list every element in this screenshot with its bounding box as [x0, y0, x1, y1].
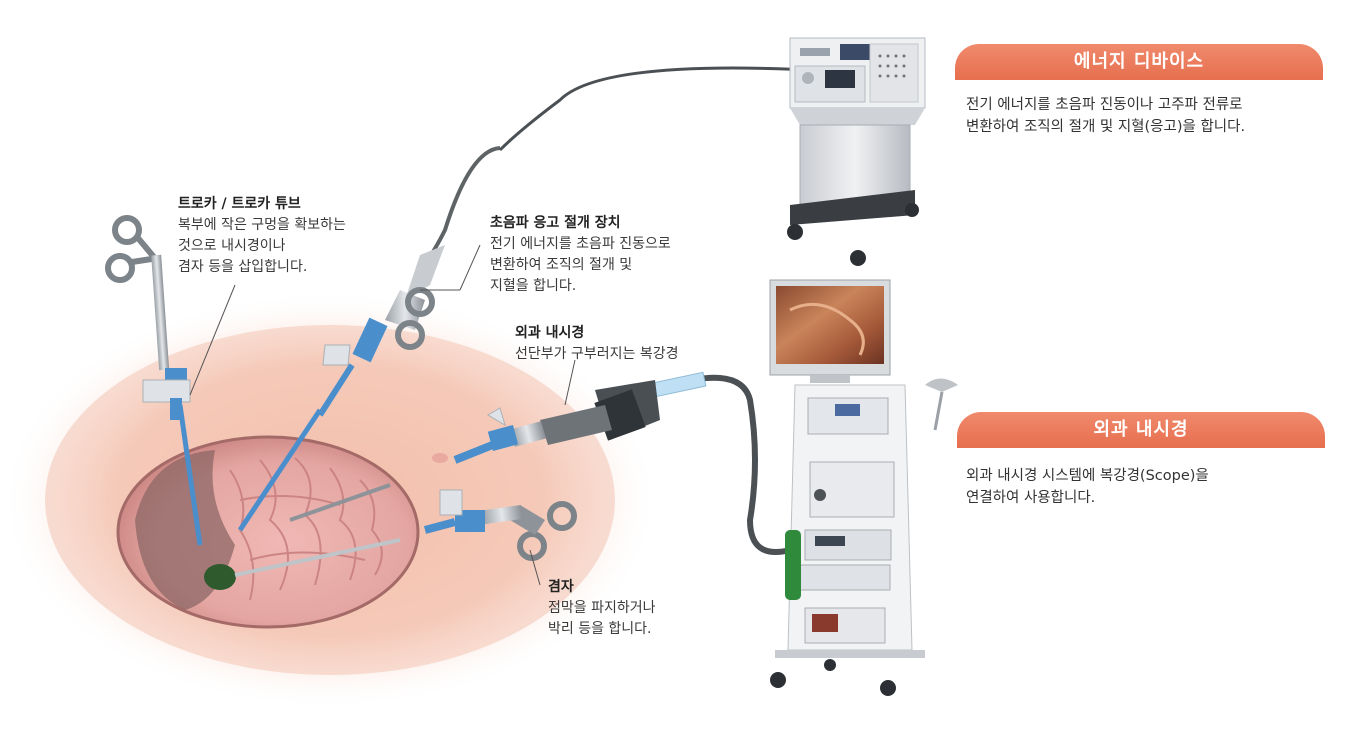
trocar-callout-line3: 겸자 등을 삽입합니다.	[178, 257, 346, 278]
forceps-callout-line1: 점막을 파지하거나	[548, 598, 656, 619]
trocar-callout-line1: 복부에 작은 구멍을 확보하는	[178, 215, 346, 236]
ultrasonic-callout-line1: 전기 에너지를 초음파 진동으로	[490, 234, 671, 255]
ultrasonic-callout: 초음파 응고 절개 장치 전기 에너지를 초음파 진동으로 변환하여 조직의 절…	[490, 213, 671, 297]
energy-device-desc-line2: 변환하여 조직의 절개 및 지혈(응고)을 합니다.	[966, 116, 1245, 138]
ultrasonic-callout-line2: 변환하여 조직의 절개 및	[490, 255, 671, 276]
endoscope-callout-title: 외과 내시경	[515, 323, 678, 344]
endoscope-callout-line1: 선단부가 구부러지는 복강경	[515, 344, 678, 365]
energy-device-panel-header: 에너지 디바이스	[955, 44, 1323, 80]
energy-device-desc-line1: 전기 에너지를 초음파 진동이나 고주파 전류로	[966, 94, 1245, 116]
endoscope-callout: 외과 내시경 선단부가 구부러지는 복강경	[515, 323, 678, 365]
forceps-callout-title: 겸자	[548, 577, 656, 598]
surgical-endoscope-panel-header: 외과 내시경	[957, 412, 1325, 448]
ultrasonic-callout-title: 초음파 응고 절개 장치	[490, 213, 671, 234]
energy-device-description: 전기 에너지를 초음파 진동이나 고주파 전류로 변환하여 조직의 절개 및 지…	[966, 94, 1245, 138]
trocar-callout: 트로카 / 트로카 튜브 복부에 작은 구멍을 확보하는 것으로 내시경이나 겸…	[178, 194, 346, 278]
forceps-callout: 겸자 점막을 파지하거나 박리 등을 합니다.	[548, 577, 656, 640]
ultrasonic-callout-line3: 지혈을 합니다.	[490, 276, 671, 297]
organ-nodule	[204, 564, 236, 590]
trocar-callout-title: 트로카 / 트로카 튜브	[178, 194, 346, 215]
surgical-endoscope-desc-line2: 연결하여 사용합니다.	[966, 487, 1209, 509]
trocar-callout-line2: 것으로 내시경이나	[178, 236, 346, 257]
forceps-callout-line2: 박리 등을 합니다.	[548, 619, 656, 640]
surgical-endoscope-desc-line1: 외과 내시경 시스템에 복강경(Scope)을	[966, 465, 1209, 487]
small-incision	[432, 453, 448, 463]
endoscope-system-tower	[770, 280, 958, 696]
surgical-endoscope-description: 외과 내시경 시스템에 복강경(Scope)을 연결하여 사용합니다.	[966, 465, 1209, 509]
